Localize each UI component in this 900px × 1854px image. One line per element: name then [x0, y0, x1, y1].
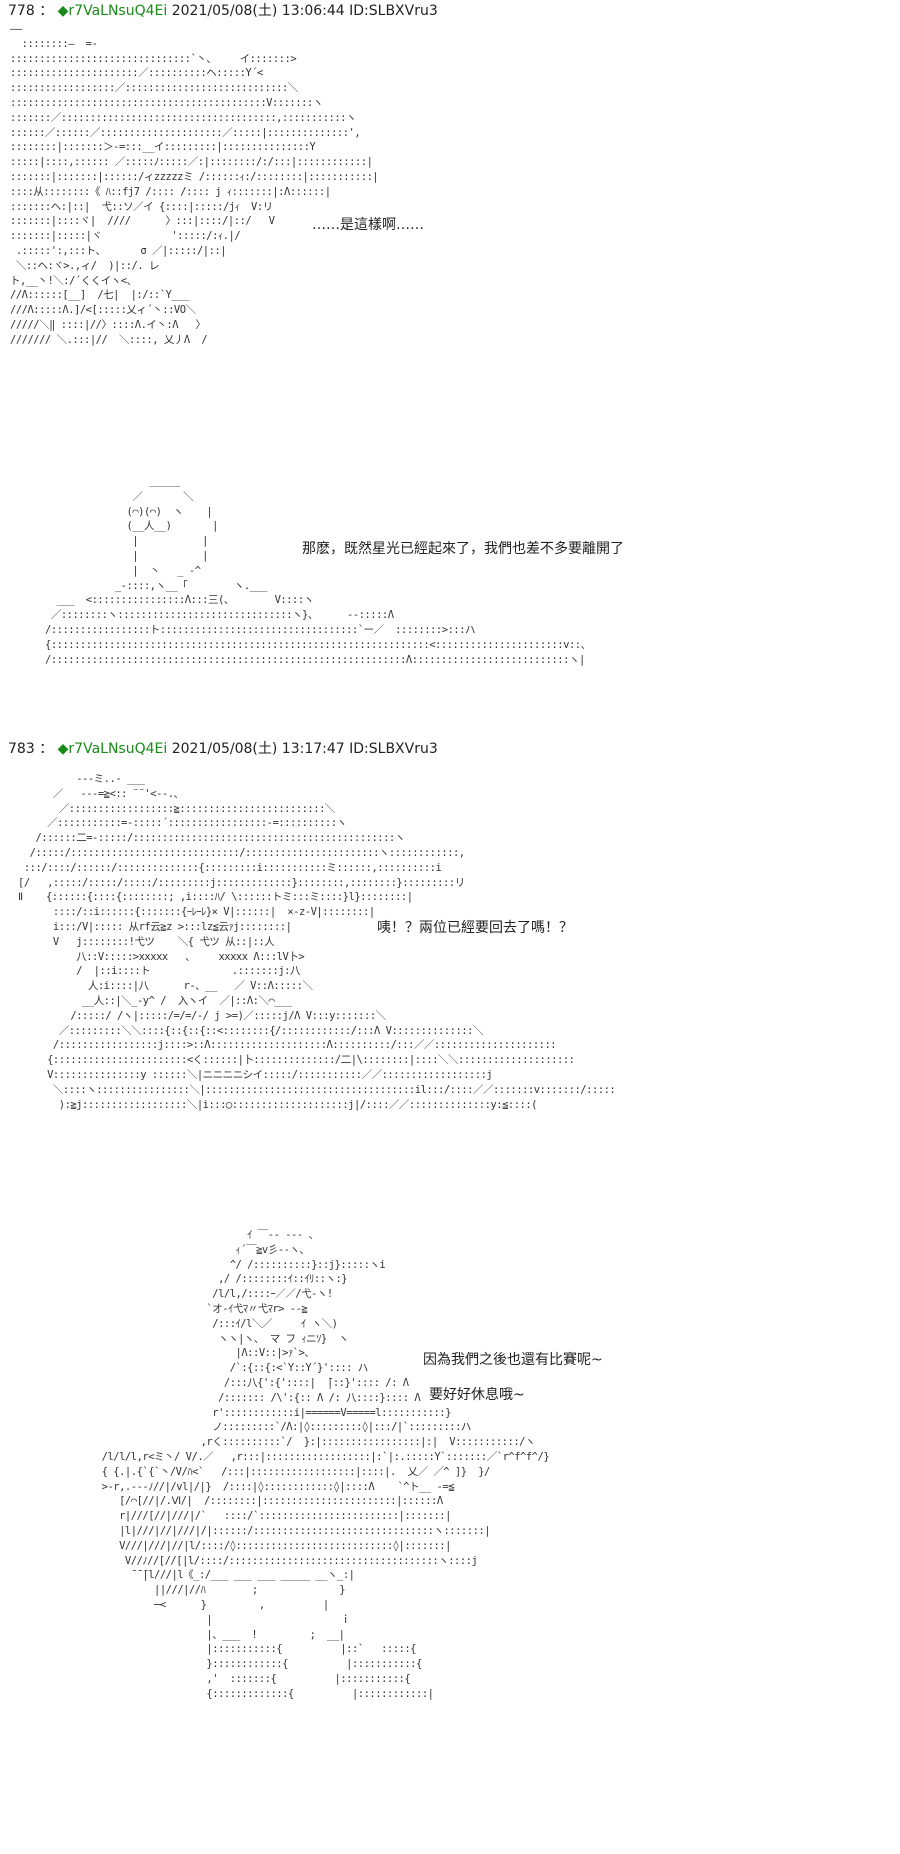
- separator: ：: [39, 741, 54, 757]
- dialogue-line: 因為我們之後也還有比賽呢~: [423, 1352, 603, 1368]
- post-datetime: 2021/05/08(土) 13:06:44: [171, 3, 345, 19]
- ascii-art-character-4: ｲ ￣‐- --- 、 ｨ´￣≧v彡--ヽ、 ^/ /::::::::::}::…: [101, 1229, 550, 1700]
- dialogue-line: 咦！？兩位已經要回去了嗎！？: [377, 920, 573, 936]
- ascii-art-character-1: ―― ::::::::― =- ::::::::::::::::::::::::…: [10, 23, 379, 346]
- ascii-art-character-3: ---ミ..- ___ ／ ---=≧<:: ¨¨'<-‐.、 ／:::::::…: [18, 773, 616, 1111]
- post-id: ID:SLBXVru3: [349, 3, 438, 19]
- poster-name: r7VaLNsuQ4Ei: [68, 3, 168, 19]
- dialogue-line: 那麽，既然星光已經起來了，我們也差不多要離開了: [302, 541, 624, 557]
- trip-marker-icon: ◆: [57, 741, 69, 757]
- dialogue-line: 要好好休息哦~: [429, 1387, 525, 1403]
- post-datetime: 2021/05/08(土) 13:17:47: [171, 741, 345, 757]
- ascii-art-character-2: ＿＿＿ ／ ＼ (⌒)(⌒) ヽ | (__人__) | | | | | | 丶…: [45, 476, 591, 666]
- dialogue-line: ……是這樣啊……: [312, 217, 424, 233]
- poster-name: r7VaLNsuQ4Ei: [68, 741, 168, 757]
- post-header: 778 ： ◆r7VaLNsuQ4Ei 2021/05/08(土) 13:06:…: [8, 0, 438, 20]
- post-header: 783 ： ◆r7VaLNsuQ4Ei 2021/05/08(土) 13:17:…: [8, 738, 438, 758]
- post-number: 783: [8, 741, 35, 757]
- separator: ：: [39, 3, 54, 19]
- post-number: 778: [8, 3, 35, 19]
- trip-marker-icon: ◆: [57, 3, 69, 19]
- post-id: ID:SLBXVru3: [349, 741, 438, 757]
